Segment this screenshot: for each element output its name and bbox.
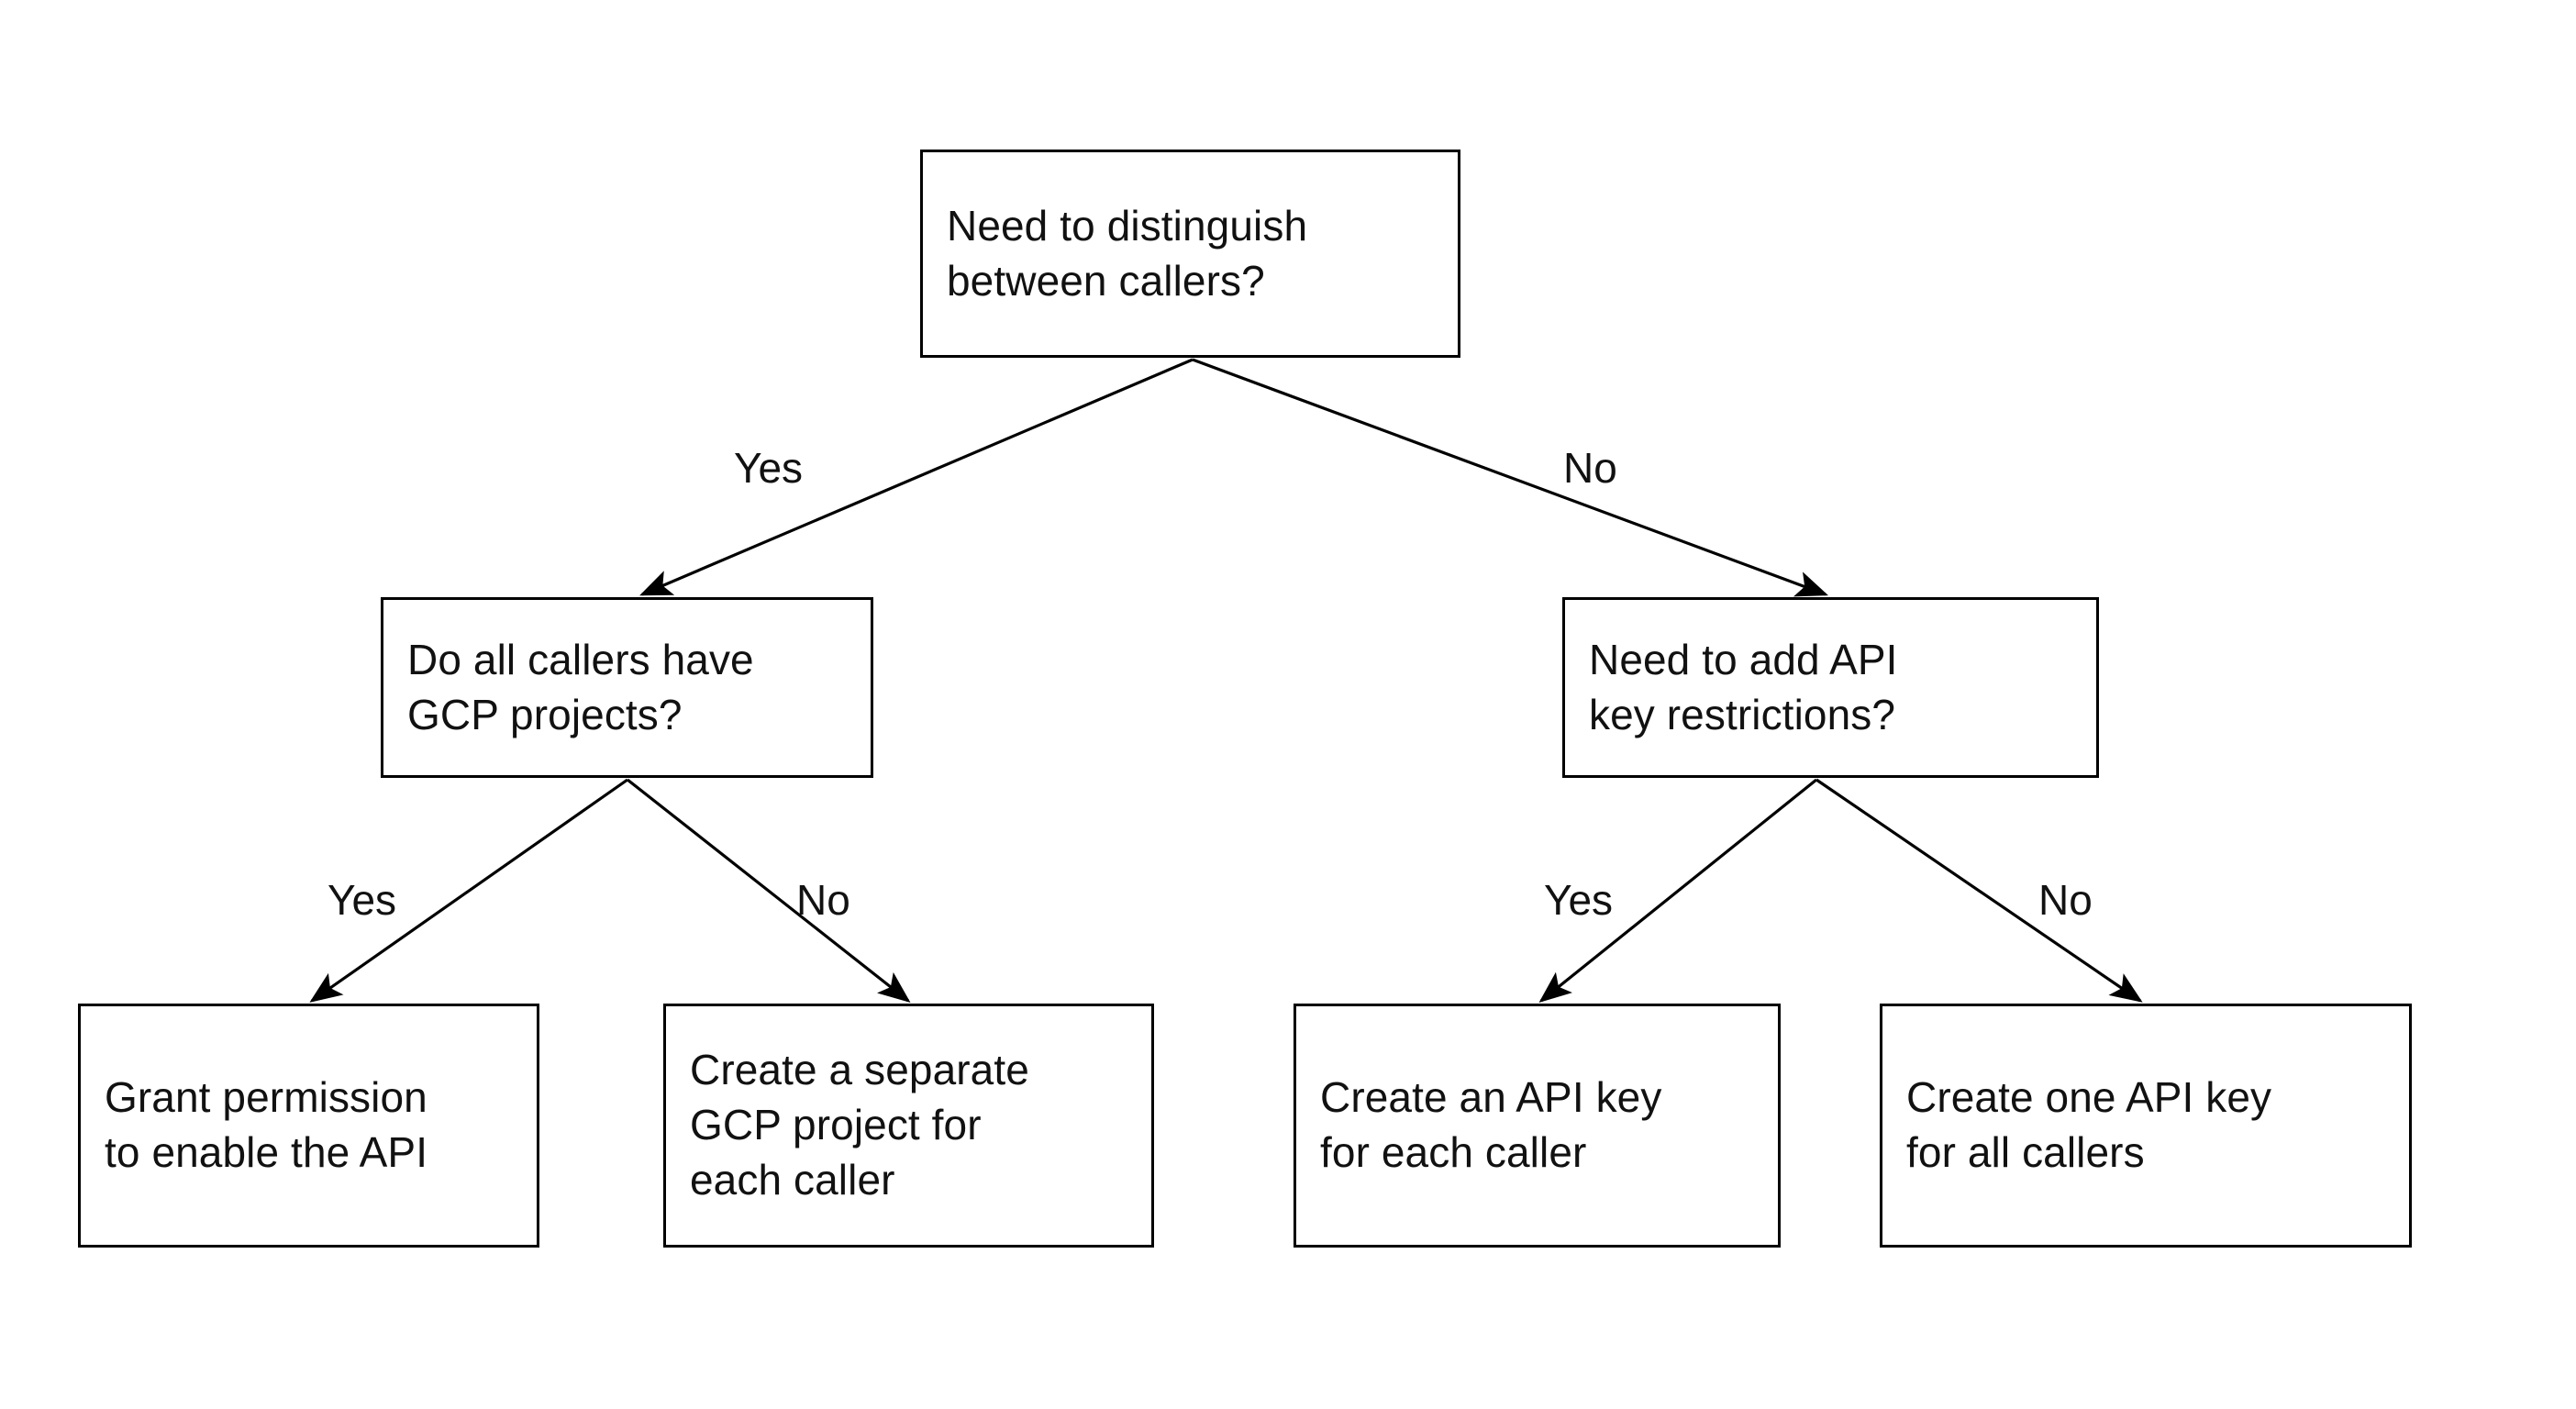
node-label: Need to add API key restrictions?: [1589, 635, 1898, 738]
node-create-an-api-key-for-each-caller[interactable]: Create an API key for each caller: [1294, 1004, 1781, 1248]
connector-edge-left-decision-no: [627, 778, 911, 1003]
edge-label-edge-root-yes: Yes: [734, 444, 804, 492]
node-label: Do all callers have GCP projects?: [407, 635, 754, 738]
edge-label-edge-left-decision-yes: Yes: [328, 876, 397, 924]
edge-label-edge-root-no: No: [1563, 444, 1617, 492]
node-label: Create one API key for all callers: [1906, 1073, 2272, 1176]
node-need-to-distinguish-between-callers[interactable]: Need to distinguish between callers?: [920, 150, 1460, 358]
node-label: Grant permission to enable the API: [105, 1073, 428, 1176]
node-label: Create a separate GCP project for each c…: [690, 1046, 1029, 1204]
connector-edge-root-no: [1192, 358, 1829, 597]
node-grant-permission-to-enable-the-api[interactable]: Grant permission to enable the API: [78, 1004, 539, 1248]
node-label: Need to distinguish between callers?: [947, 201, 1308, 305]
node-label: Create an API key for each caller: [1320, 1073, 1662, 1176]
connector-edge-root-yes: [639, 358, 1194, 596]
edge-label-edge-right-decision-no: No: [2038, 876, 2093, 924]
node-create-a-separate-gcp-project-for-each-caller[interactable]: Create a separate GCP project for each c…: [663, 1004, 1154, 1248]
node-create-one-api-key-for-all-callers[interactable]: Create one API key for all callers: [1880, 1004, 2412, 1248]
node-need-to-add-api-key-restrictions[interactable]: Need to add API key restrictions?: [1562, 597, 2099, 778]
edge-label-edge-left-decision-no: No: [796, 876, 850, 924]
edge-label-edge-right-decision-yes: Yes: [1544, 876, 1614, 924]
node-do-all-callers-have-gcp-projects[interactable]: Do all callers have GCP projects?: [381, 597, 873, 778]
